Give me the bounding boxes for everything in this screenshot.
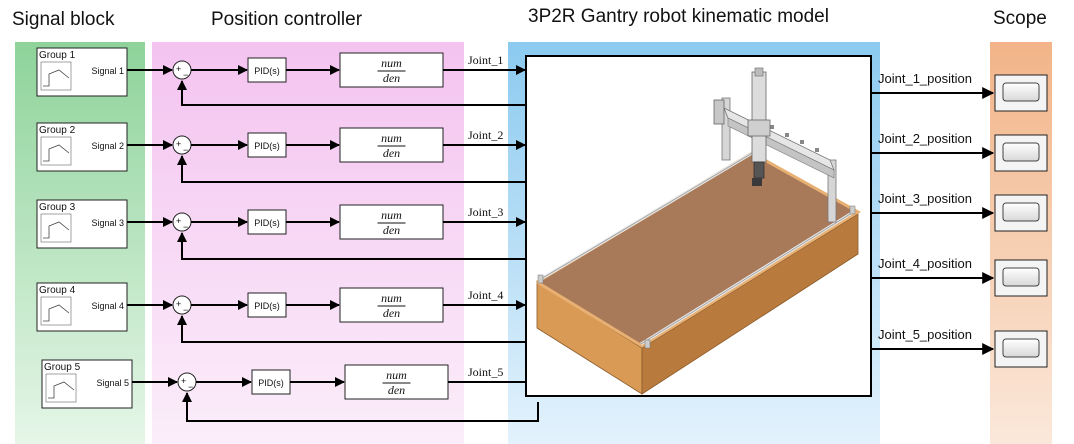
gantry-robot-illustration (536, 67, 861, 395)
header-kinematic-model: 3P2R Gantry robot kinematic model (528, 6, 829, 27)
joint-input-label: Joint_5 (468, 365, 503, 379)
tf-numerator: num (381, 131, 402, 145)
tf-numerator: num (386, 368, 407, 382)
tf-denominator: den (383, 223, 400, 237)
sum-plus-sign: + (176, 216, 181, 226)
scope-screen-icon (1002, 82, 1040, 102)
signal-port-label: Signal 5 (96, 378, 129, 388)
sum-minus-sign: − (183, 222, 188, 232)
joint-input-label: Joint_1 (468, 53, 503, 67)
header-signal-block: Signal block (12, 9, 115, 30)
feedback-wire (182, 392, 539, 422)
output-label: Joint_1_position (878, 71, 972, 86)
pid-label: PID(s) (254, 66, 280, 76)
scope-screen-icon (1002, 142, 1040, 162)
pid-block[interactable] (247, 57, 287, 83)
sum-minus-sign: − (183, 145, 188, 155)
sum-plus-sign: + (176, 64, 181, 74)
pid-label: PID(s) (254, 218, 280, 228)
output-label: Joint_2_position (878, 131, 972, 146)
scope-screen-icon (1002, 202, 1040, 222)
transfer-function-block[interactable] (339, 287, 444, 323)
signal-port-label: Signal 1 (91, 66, 124, 76)
pid-block[interactable] (247, 292, 287, 318)
sum-plus-sign: + (181, 376, 186, 386)
joint-input-label: Joint_2 (468, 128, 503, 142)
signal-plot-icon (45, 373, 77, 403)
sum-minus-sign: − (188, 382, 193, 392)
joint-input-label: Joint_3 (468, 205, 503, 219)
scope-screen-icon (1002, 338, 1040, 358)
output-label: Joint_5_position (878, 327, 972, 342)
tf-denominator: den (383, 71, 400, 85)
transfer-function-block[interactable] (339, 127, 444, 163)
scope-screen-icon (1002, 267, 1040, 287)
feedback-wire (177, 155, 526, 183)
signal-plot-icon (40, 136, 72, 166)
tf-numerator: num (381, 291, 402, 305)
tf-numerator: num (381, 56, 402, 70)
signal-plot-icon (40, 61, 72, 91)
output-label: Joint_3_position (878, 191, 972, 206)
tf-numerator: num (381, 208, 402, 222)
feedback-wire (177, 315, 526, 343)
tf-denominator: den (383, 306, 400, 320)
header-scope: Scope (993, 8, 1047, 29)
sum-plus-sign: + (176, 299, 181, 309)
output-row: Joint_1_position (871, 71, 1048, 112)
pid-label: PID(s) (254, 141, 280, 151)
group-label: Group 4 (39, 285, 76, 296)
signal-port-label: Signal 2 (91, 141, 124, 151)
pid-label: PID(s) (254, 301, 280, 311)
tf-denominator: den (383, 146, 400, 160)
transfer-function-block[interactable] (344, 364, 449, 400)
transfer-function-block[interactable] (339, 204, 444, 240)
feedback-wire (177, 80, 526, 106)
signal-port-label: Signal 4 (91, 301, 124, 311)
group-label: Group 2 (39, 125, 76, 136)
header-position-controller: Position controller (211, 9, 363, 30)
sum-minus-sign: − (183, 70, 188, 80)
output-row: Joint_2_position (871, 131, 1048, 172)
output-row: Joint_5_position (871, 327, 1048, 368)
group-label: Group 1 (39, 50, 76, 61)
sum-plus-sign: + (176, 139, 181, 149)
group-label: Group 5 (44, 362, 81, 373)
transfer-function-block[interactable] (339, 52, 444, 88)
pid-label: PID(s) (258, 378, 284, 388)
output-row: Joint_4_position (871, 256, 1048, 297)
pid-block[interactable] (247, 209, 287, 235)
sum-minus-sign: − (183, 305, 188, 315)
output-label: Joint_4_position (878, 256, 972, 271)
signal-port-label: Signal 3 (91, 218, 124, 228)
signal-plot-icon (40, 296, 72, 326)
signal-plot-icon (40, 213, 72, 243)
joint-input-label: Joint_4 (468, 288, 503, 302)
output-row: Joint_3_position (871, 191, 1048, 232)
feedback-wire (177, 232, 526, 260)
pid-block[interactable] (251, 369, 291, 395)
group-label: Group 3 (39, 202, 76, 213)
tf-denominator: den (388, 383, 405, 397)
